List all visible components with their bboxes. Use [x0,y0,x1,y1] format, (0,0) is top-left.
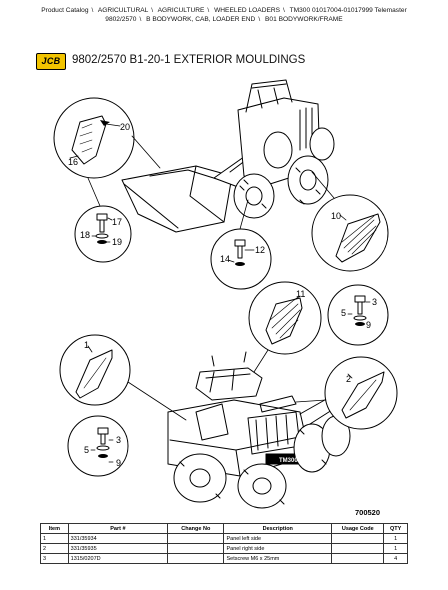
parts-table-header-row: Item Part # Change No Description Usage … [40,523,408,534]
callout-2: 2 [346,374,351,384]
description-cell: Setscrew M6 x 25mm [223,553,333,564]
header-qty: QTY [383,523,408,534]
qty-cell: 1 [383,543,408,554]
jcb-logo: JCB [36,53,66,70]
callout-14: 14 [220,254,230,264]
parts-table: Item Part # Change No Description Usage … [40,523,408,564]
table-row[interactable]: 3 1315/0207D Setscrew M6 x 25mm 4 [40,553,408,564]
item-cell: 1 [40,533,69,544]
callout-3-upper: 3 [372,297,377,307]
part-number-link[interactable]: 331/35935 [67,543,169,554]
breadcrumb-subsection[interactable]: B01 BODYWORK/FRAME [265,16,343,23]
callout-16: 16 [68,157,78,167]
machine-badge: TM300 [279,458,298,464]
callout-17: 17 [112,217,122,227]
callout-20: 20 [120,122,130,132]
part-number-link[interactable]: 331/35934 [67,533,169,544]
callout-12: 12 [255,245,265,255]
detail-circle-fastener-3-5-9-upper [327,284,389,346]
part-number-link[interactable]: 1315/0207D [67,553,169,564]
change-no-cell [167,543,225,554]
callout-9-upper: 9 [366,320,371,330]
page-title: 9802/2570 B1-20-1 EXTERIOR MOULDINGS [72,54,306,66]
breadcrumb: Product Catalog\ AGRICULTURAL\ AGRICULTU… [41,7,407,23]
usage-code-cell [331,543,385,554]
change-no-cell [167,533,225,544]
qty-cell: 4 [383,553,408,564]
header-change-no: Change No [167,523,225,534]
callout-5-lower: 5 [84,445,89,455]
header-description: Description [223,523,333,534]
callout-1: 1 [84,340,89,350]
breadcrumb-agricultural[interactable]: AGRICULTURAL [97,7,149,14]
breadcrumb-product-catalog[interactable]: Product Catalog [41,7,89,14]
breadcrumb-publication[interactable]: 9802/2570 [105,16,137,23]
callout-11: 11 [296,289,305,299]
item-cell: 2 [40,543,69,554]
callout-10: 10 [331,211,341,221]
qty-cell: 1 [383,533,408,544]
detail-circle-panel-right [324,356,398,430]
table-row[interactable]: 2 331/35935 Panel right side 1 [40,543,408,554]
breadcrumb-section[interactable]: B BODYWORK, CAB, LOADER END [146,16,256,23]
loader-machine-top-illustration [121,79,335,233]
item-cell: 3 [40,553,69,564]
detail-circle-side-moulding-10 [311,194,389,272]
detail-circle-panel-left [59,334,131,406]
breadcrumb-agriculture[interactable]: AGRICULTURE [157,7,205,14]
table-row[interactable]: 1 331/35934 Panel left side 1 [40,533,408,544]
loader-machine-bottom-illustration [167,351,355,509]
header-part-number: Part # [67,523,169,534]
callout-3-lower: 3 [116,435,121,445]
callout-18: 18 [80,230,90,240]
detail-circle-fastener-12-14 [210,228,272,290]
detail-circle-rear-moulding [53,97,135,179]
exploded-parts-diagram: 20 16 17 18 19 10 14 12 11 5 3 9 1 2 5 3… [53,79,398,509]
callout-9-lower: 9 [116,458,121,468]
usage-code-cell [331,533,385,544]
detail-circle-fastener-17-19 [74,205,132,263]
breadcrumb-model[interactable]: TM300 01017004-01017999 Telemaster [289,7,407,14]
header-item: Item [40,523,69,534]
detail-circle-side-moulding-11 [248,281,322,355]
illustration-number: 700520 [355,508,381,517]
detail-circle-fastener-3-5-9-lower [67,415,129,477]
usage-code-cell [331,553,385,564]
breadcrumb-wheeled-loaders[interactable]: WHEELED LOADERS [214,7,281,14]
description-cell: Panel left side [223,533,333,544]
description-cell: Panel right side [223,543,333,554]
callout-5-upper: 5 [341,308,346,318]
header-usage-code: Usage Code [331,523,385,534]
change-no-cell [167,553,225,564]
callout-19: 19 [112,237,122,247]
